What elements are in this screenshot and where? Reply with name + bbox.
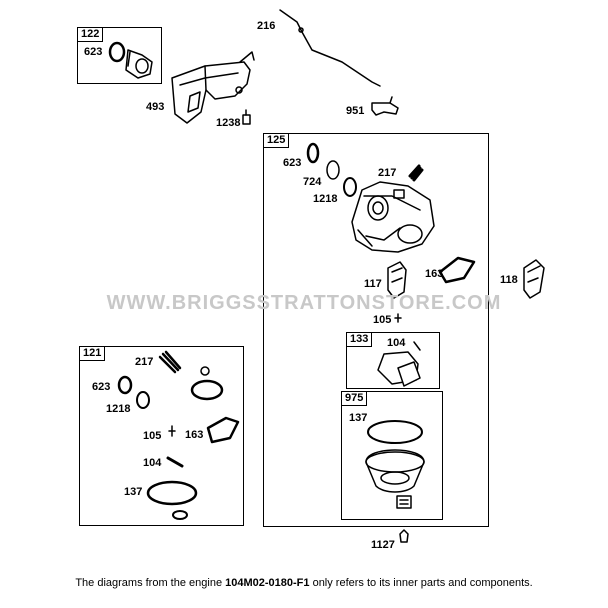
o-ring-623-drawing xyxy=(108,41,126,63)
float-pin-104-drawing xyxy=(166,456,184,468)
kit-121-tag: 121 xyxy=(79,346,106,361)
part-label-217: 217 xyxy=(378,167,397,179)
fuel-valve-117-drawing xyxy=(387,261,407,299)
part-label-216: 216 xyxy=(257,20,276,32)
part-label-623-c: 623 xyxy=(92,381,111,393)
kit-125-tag: 125 xyxy=(263,133,290,148)
plug-drawing xyxy=(200,366,210,376)
drain-screw-drawing xyxy=(396,495,412,509)
kit-975-tag: 975 xyxy=(341,391,368,406)
part-label-1218: 1218 xyxy=(313,193,338,205)
kit-122-tag: 122 xyxy=(77,27,104,42)
kit-122-frame xyxy=(77,27,162,84)
part-label-117: 117 xyxy=(364,278,382,290)
part-label-623: 623 xyxy=(84,46,103,58)
float-104-drawing xyxy=(377,341,421,387)
gasket-1218-b-drawing xyxy=(136,391,150,409)
spring-217-drawing xyxy=(408,164,424,182)
footnote-before: The diagrams from the engine xyxy=(75,577,226,589)
footnote-model: 104M02-0180-F1 xyxy=(225,577,310,589)
part-label-137-b: 137 xyxy=(124,486,143,498)
washer-drawing xyxy=(172,510,188,520)
bracket-493-drawing xyxy=(171,51,255,124)
screw-105-drawing xyxy=(394,313,402,323)
float-bowl-drawing xyxy=(365,449,425,493)
gasket-1218-drawing xyxy=(343,177,357,197)
spring-217-b-drawing xyxy=(158,350,182,374)
part-label-105: 105 xyxy=(373,314,392,326)
part-label-163: 163 xyxy=(425,268,444,280)
footnote-after: only refers to its inner parts and compo… xyxy=(309,577,533,589)
carburetor-drawing xyxy=(351,181,435,253)
part-label-104: 104 xyxy=(387,337,406,349)
part-label-1218-b: 1218 xyxy=(106,403,131,415)
o-ring-623-c-drawing xyxy=(117,375,133,395)
intake-elbow-drawing xyxy=(125,49,153,79)
kit-121-frame xyxy=(79,346,244,526)
gasket-137-drawing xyxy=(367,420,423,444)
gasket-724-drawing xyxy=(326,160,340,180)
fuel-valve-118-drawing xyxy=(523,259,545,299)
o-ring-large-drawing xyxy=(190,379,224,401)
part-label-951: 951 xyxy=(346,105,365,117)
kit-133-frame xyxy=(346,332,440,389)
bowl-screw-1127-drawing xyxy=(399,529,409,543)
footnote: The diagrams from the engine 104M02-0180… xyxy=(0,577,608,589)
part-label-623-b: 623 xyxy=(283,157,302,169)
part-label-493: 493 xyxy=(146,101,165,113)
screw-105-b-drawing xyxy=(168,425,176,437)
kit-133-tag: 133 xyxy=(346,332,373,347)
part-label-217-b: 217 xyxy=(135,356,154,368)
gasket-163-drawing xyxy=(438,256,476,284)
gasket-137-b-drawing xyxy=(146,480,198,506)
kit-975-frame xyxy=(341,391,443,520)
screw-1238-drawing xyxy=(242,109,251,125)
part-label-118: 118 xyxy=(500,274,518,286)
part-label-137: 137 xyxy=(349,412,368,424)
o-ring-623-b-drawing xyxy=(306,142,320,164)
part-label-1127: 1127 xyxy=(371,539,395,551)
kit-125-frame xyxy=(263,133,489,527)
throttle-link-216-drawing xyxy=(279,9,381,87)
part-label-1238: 1238 xyxy=(216,117,241,129)
part-label-105-b: 105 xyxy=(143,430,162,442)
part-label-724: 724 xyxy=(303,176,322,188)
gasket-163-b-drawing xyxy=(206,416,240,444)
choke-link-951-drawing xyxy=(371,96,399,116)
part-label-104-b: 104 xyxy=(143,457,162,469)
part-label-163-b: 163 xyxy=(185,429,204,441)
watermark-text: WWW.BRIGGSSTRATTONSTORE.COM xyxy=(106,292,502,314)
